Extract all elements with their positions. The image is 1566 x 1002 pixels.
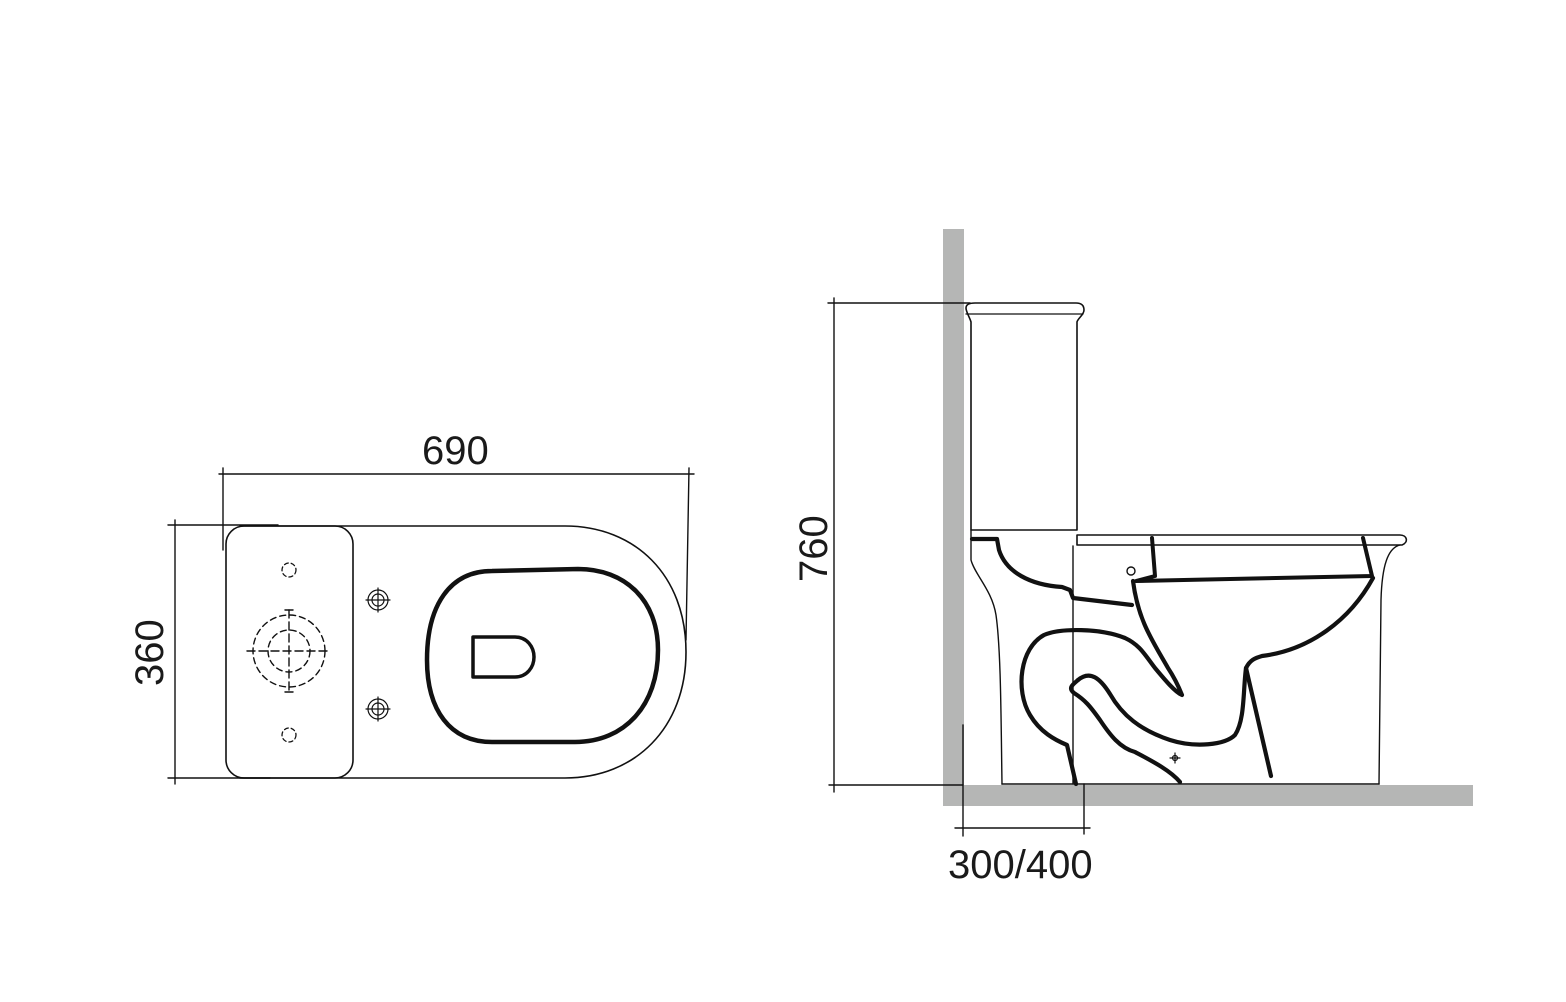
pedestal-back [970, 529, 1003, 785]
top-view [167, 467, 695, 785]
dimension-label-width: 360 [128, 619, 172, 686]
hinge-icon [1126, 566, 1136, 576]
trapway [969, 536, 1376, 787]
wall [943, 229, 964, 806]
flush-valve-icon [246, 609, 332, 693]
bowl-outline-top [239, 525, 687, 779]
bolt-icon [365, 587, 391, 613]
mounting-hole-icon [281, 562, 297, 578]
tank-side [965, 302, 1085, 531]
dimension-label-length: 690 [422, 429, 489, 473]
mounting-hole-icon [281, 727, 297, 743]
dimension-label-rough-in: 300/400 [948, 843, 1093, 887]
floor [943, 785, 1473, 806]
tank-top [225, 525, 354, 779]
drain-outlet-icon [471, 635, 536, 679]
dimension-line-length [218, 467, 695, 641]
seat-outline [424, 566, 661, 745]
dimension-line-width [167, 519, 279, 785]
dimension-label-height: 760 [792, 515, 836, 582]
pedestal-front [1378, 544, 1401, 785]
bolt-icon [365, 696, 391, 722]
dimension-line-height [827, 297, 971, 793]
center-mark-icon [1169, 752, 1181, 764]
side-view [827, 229, 1473, 837]
seat-side [1134, 536, 1374, 583]
rim-line [1076, 534, 1408, 546]
dimension-line-rough-in [954, 724, 1091, 837]
